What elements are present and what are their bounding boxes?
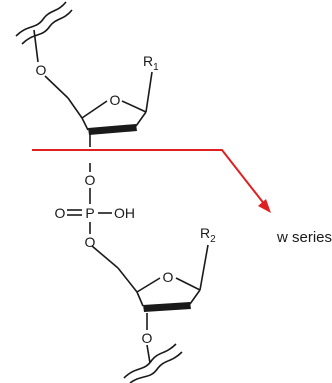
phosphate-upper-oxygen: O [85,172,96,188]
bottom-chain-break [123,343,183,383]
phosphate-hydroxyl: OH [114,205,135,221]
upper-substituent-label: R1 [143,53,159,73]
lower-3prime-oxygen: O [142,330,153,346]
w-series-label: w series [276,229,332,246]
upper-ring-bold-edge [88,124,137,135]
cleavage-arrow [32,149,271,213]
r2-subscript: 2 [210,234,216,245]
r2-letter: R [200,225,210,241]
phosphate-bonds [67,188,138,293]
upper-ring-oxygen: O [110,92,121,108]
phosphate-lower-oxygen: O [85,234,96,250]
lower-ring-oxygen: O [163,269,174,285]
lower-ring-bold-edge [143,302,191,312]
top-chain-break [15,1,73,63]
r1-letter: R [143,53,153,69]
phosphorus-atom: P [85,205,94,221]
cleavage-line [32,149,266,206]
lower-sugar-bonds [136,244,209,364]
upper-sugar-bonds [44,71,153,172]
cleavage-arrowhead [258,199,271,213]
lower-substituent-label: R2 [200,225,216,245]
r1-subscript: 1 [153,62,159,73]
phosphate-double-bond-oxygen: O [55,205,66,221]
upper-5prime-oxygen: O [36,62,47,78]
